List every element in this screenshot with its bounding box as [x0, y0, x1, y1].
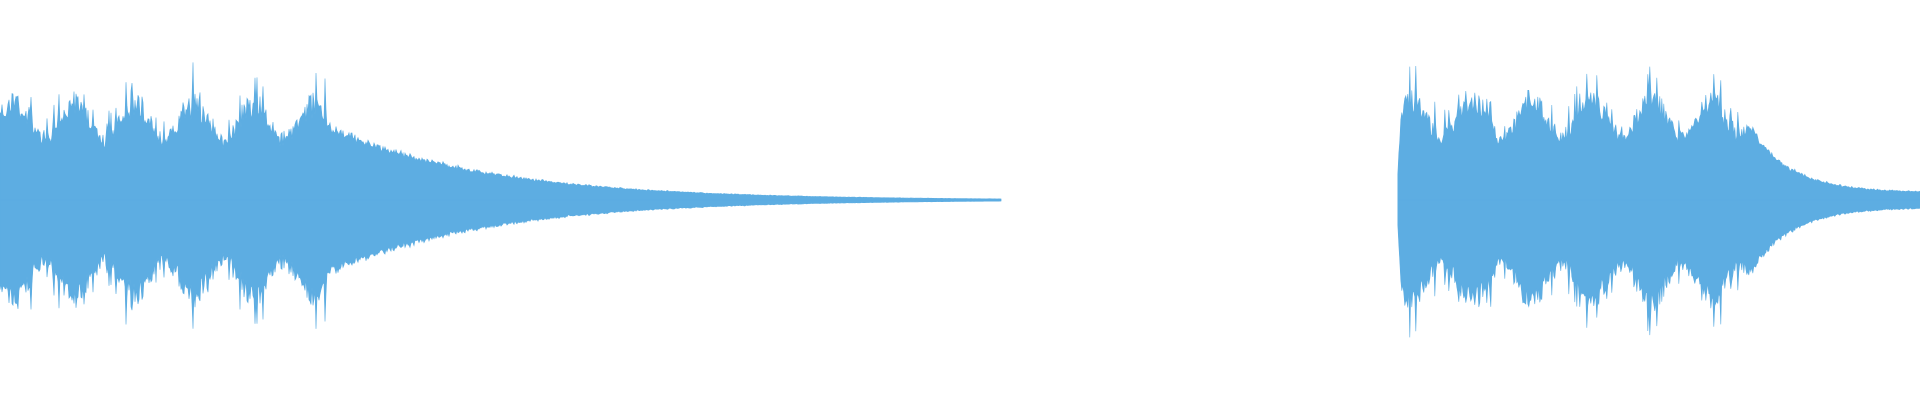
waveform-clip-2[interactable]	[1397, 65, 1920, 338]
clips-layer	[0, 62, 1920, 338]
waveform-clip-1[interactable]	[0, 62, 1002, 329]
